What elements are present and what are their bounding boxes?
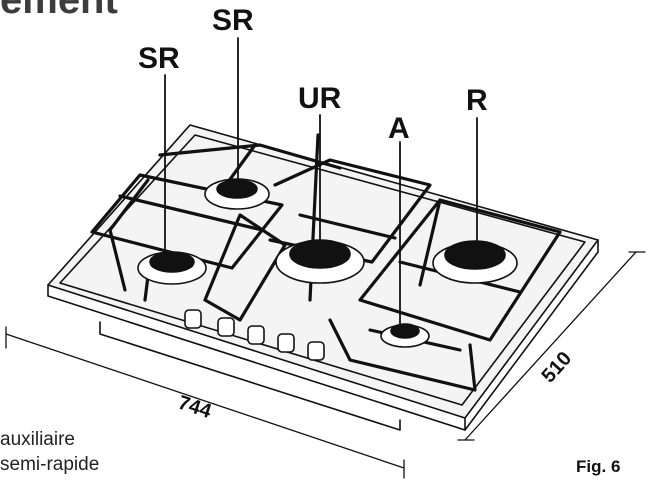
figure-label: Fig. 6 [576,457,621,476]
dimension-lines [5,251,646,479]
burner-a [380,323,430,348]
legend-line-auxiliaire: auxiliaire [0,429,75,450]
control-knobs [184,309,325,361]
legend-line-semi-rapide: semi-rapide [0,454,100,475]
label-ur: UR [298,82,342,115]
burner-sr-front [137,251,207,285]
label-a: A [388,112,410,145]
section-heading: ement [0,0,118,22]
label-r: R [466,84,488,117]
label-leaders [164,37,478,332]
dimension-width: 744 [175,392,214,424]
burner-ur [275,239,365,284]
burner-sr-rear [204,178,270,210]
label-sr-top: SR [212,4,254,37]
burner-r [432,240,518,284]
label-sr-left: SR [138,42,180,75]
